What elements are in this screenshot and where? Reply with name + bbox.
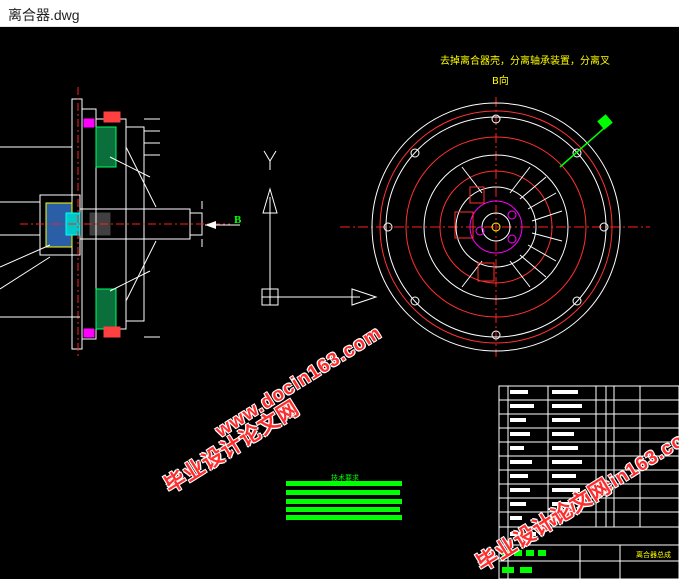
pressure-plate-lower bbox=[95, 288, 117, 330]
pressure-plate-upper bbox=[95, 126, 117, 168]
arrow-label: B bbox=[234, 214, 242, 226]
b-arrow: B bbox=[205, 214, 242, 229]
tech-requirements-block: 技术要求 bbox=[286, 473, 402, 520]
window-titlebar: 离合器.dwg bbox=[0, 0, 679, 27]
drawing-canvas[interactable]: B 去掉离合器壳，分离轴承装置，分离叉 B向 bbox=[0, 27, 679, 579]
window-title: 离合器.dwg bbox=[8, 7, 80, 23]
parts-list bbox=[498, 385, 679, 579]
ucs-icon bbox=[261, 150, 378, 306]
view-label: B向 bbox=[492, 74, 509, 87]
section-view bbox=[0, 87, 230, 357]
cad-drawing: B 去掉离合器壳，分离轴承装置，分离叉 B向 bbox=[0, 54, 679, 579]
top-note: 去掉离合器壳，分离轴承装置，分离叉 bbox=[440, 54, 610, 67]
front-view bbox=[340, 97, 650, 357]
parts-list-cells bbox=[502, 390, 582, 573]
title-block-name: 离合器总成 bbox=[636, 550, 671, 559]
tech-requirements-title: 技术要求 bbox=[331, 473, 359, 482]
